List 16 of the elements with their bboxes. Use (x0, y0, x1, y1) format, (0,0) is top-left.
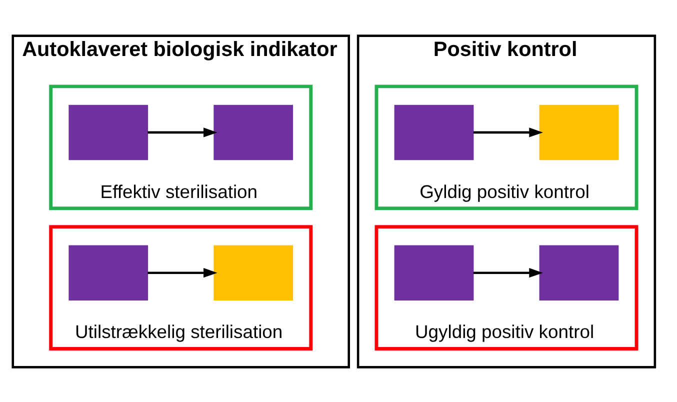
node-box (539, 104, 619, 160)
node-box (68, 104, 148, 160)
node-box (539, 244, 619, 300)
node-box (394, 244, 474, 300)
cluster: Effektiv sterilisation (49, 84, 313, 210)
cluster: Gyldig positiv kontrol (374, 84, 638, 210)
arrow (473, 127, 543, 137)
cluster: Utilstrækkelig sterilisation (49, 224, 313, 350)
cluster: Ugyldig positiv kontrol (374, 224, 638, 350)
node-box (214, 104, 294, 160)
node-box (68, 244, 148, 300)
node-box (214, 244, 294, 300)
node-box (394, 104, 474, 160)
arrow (473, 268, 543, 278)
arrow (148, 268, 218, 278)
arrow (148, 127, 218, 137)
